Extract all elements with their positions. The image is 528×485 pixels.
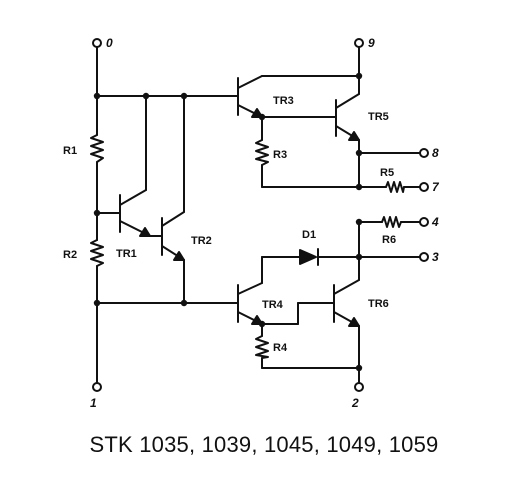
pin-label-2: 2: [351, 396, 359, 410]
pin-label-8: 8: [432, 146, 439, 160]
resistor-r2: [90, 239, 104, 267]
resistor-r1: [90, 134, 104, 163]
label-d1: D1: [302, 229, 316, 241]
pin-label-1: 1: [90, 396, 97, 410]
left-rail-wire: [96, 46, 239, 384]
transistor-tr5: [335, 46, 360, 188]
label-r4: R4: [273, 342, 288, 354]
pin-label-4: 4: [431, 215, 439, 229]
pin-terminals: [92, 38, 429, 392]
resistor-r4: [255, 335, 269, 359]
resistor-r3: [255, 139, 269, 166]
part-numbers-caption: STK 1035, 1039, 1045, 1049, 1059: [89, 432, 439, 457]
label-r1: R1: [63, 145, 77, 157]
label-r5: R5: [380, 167, 394, 179]
transistor-tr2: [149, 95, 185, 304]
label-tr2: TR2: [191, 235, 212, 247]
diode-d1: [261, 248, 360, 284]
label-tr4: TR4: [262, 299, 284, 311]
label-tr6: TR6: [368, 298, 389, 310]
label-r6: R6: [382, 234, 396, 246]
transistor-tr3: [237, 75, 360, 118]
transistor-tr4: [237, 282, 263, 325]
transistor-tr6: [333, 279, 360, 384]
pin-label-3: 3: [432, 250, 439, 264]
circuit-schematic: 0 9 8 7 4 3 1 2 TR1 TR2 TR3 TR4 TR5 TR6 …: [63, 36, 440, 410]
transistor-tr1: [96, 95, 151, 237]
label-tr3: TR3: [273, 95, 294, 107]
r4-branch-wire: [261, 302, 360, 369]
pin-label-0: 0: [106, 36, 113, 50]
label-tr1: TR1: [116, 248, 137, 260]
label-r3: R3: [273, 149, 287, 161]
resistor-r6: [381, 216, 402, 228]
r3-branch-wire: [261, 116, 360, 188]
r6-pin3-wires: [358, 221, 421, 281]
junction-dots: [93, 72, 363, 372]
label-r2: R2: [63, 249, 77, 261]
resistor-r5: [385, 181, 405, 193]
pin-label-9: 9: [368, 36, 375, 50]
output-wires: [358, 152, 421, 188]
pin-label-7: 7: [432, 180, 440, 194]
label-tr5: TR5: [368, 111, 389, 123]
